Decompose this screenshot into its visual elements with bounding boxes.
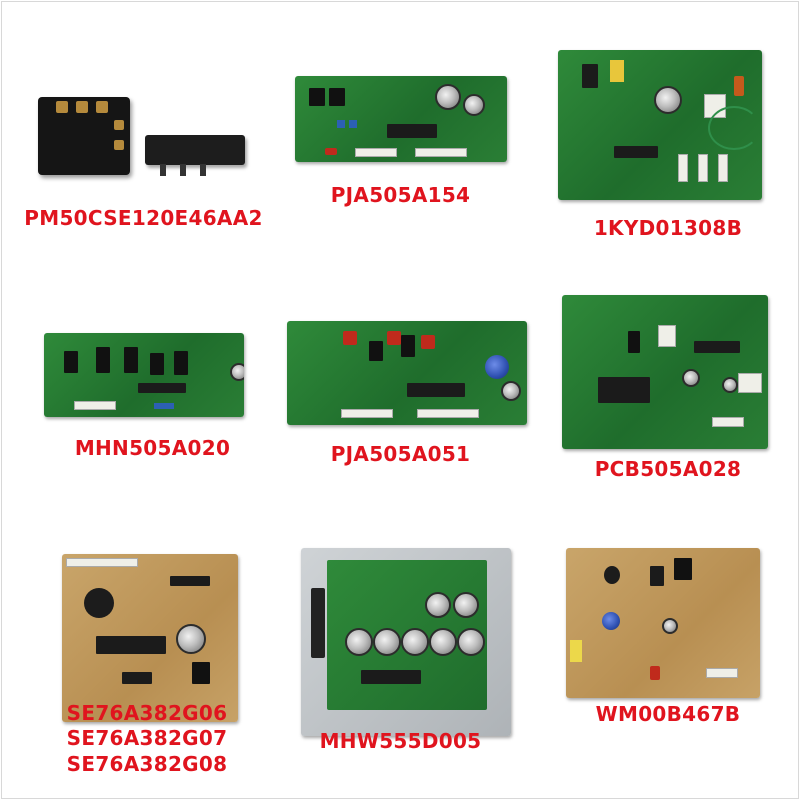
product-cell-1: PM50CSE120E46AA2 (0, 0, 267, 267)
model-label: 1KYD01308B (593, 216, 743, 240)
product-photo-circuit-board (295, 76, 507, 162)
product-cell-9: WM00B467B (534, 534, 802, 802)
product-photo-circuit-board (287, 321, 527, 425)
model-label: MHN505A020 (74, 436, 231, 460)
product-cell-6: PCB505A028 (534, 267, 802, 534)
product-photo-circuit-board (44, 333, 244, 417)
model-label: PM50CSE120E46AA2 (24, 206, 263, 230)
product-photo-inverter-board (301, 548, 511, 736)
model-label: MHW555D005 (319, 729, 482, 753)
product-cell-2: PJA505A154 (267, 0, 534, 267)
product-photo-circuit-board (566, 548, 760, 698)
model-label: PJA505A154 (330, 183, 471, 207)
product-photo-circuit-board (558, 50, 762, 200)
product-cell-4: MHN505A020 (0, 267, 267, 534)
product-cell-8: MHW555D005 (267, 534, 534, 802)
model-label: PJA505A051 (330, 442, 471, 466)
model-label-line-2: SE76A382G07 (66, 726, 228, 750)
model-label-line-1: SE76A382G06 (66, 701, 228, 725)
model-label: PCB505A028 (594, 457, 742, 481)
product-cell-5: PJA505A051 (267, 267, 534, 534)
model-label-line-3: SE76A382G08 (66, 752, 228, 776)
product-photo-circuit-board (562, 295, 768, 449)
product-cell-3: 1KYD01308B (534, 0, 802, 267)
product-photo-circuit-board (62, 554, 238, 722)
product-cell-7: SE76A382G06 SE76A382G07 SE76A382G08 (0, 534, 267, 802)
model-label: WM00B467B (595, 702, 741, 726)
